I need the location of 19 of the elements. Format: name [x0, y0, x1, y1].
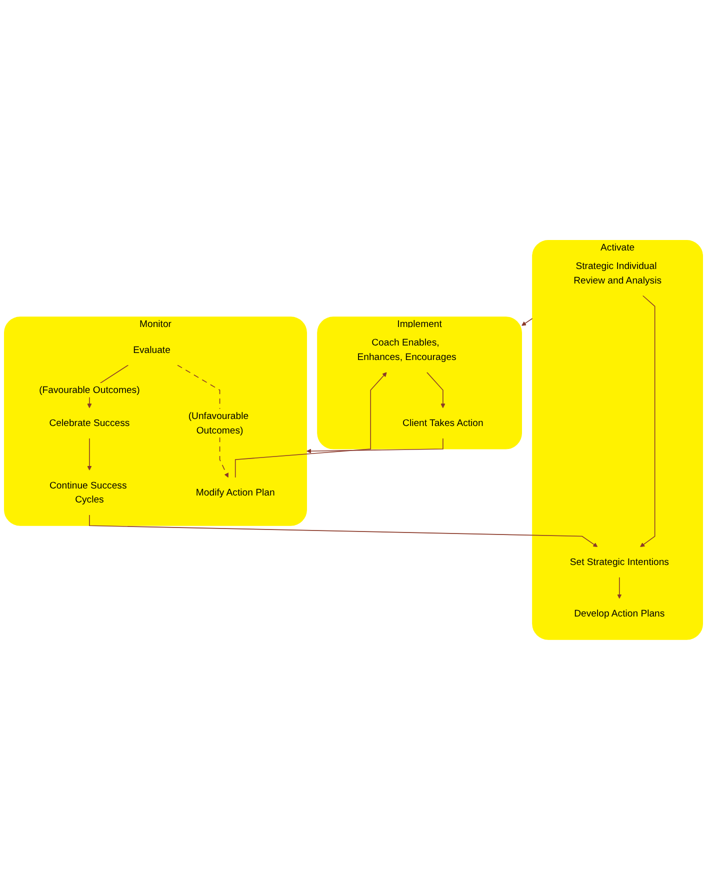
node-text: Modify Action Plan — [196, 486, 275, 498]
arrow — [426, 371, 446, 408]
node-text: Client Takes Action — [402, 417, 484, 428]
node-text: Continue Success Cycles — [49, 479, 127, 504]
arrow — [89, 514, 598, 547]
edge-label: (Unfavourable Outcomes) — [188, 410, 249, 435]
node-text: Evaluate — [133, 344, 170, 355]
node-text: Develop Action Plans — [574, 608, 665, 618]
arrow — [522, 318, 533, 326]
arrow — [640, 294, 656, 547]
arrow — [234, 372, 387, 478]
arrow — [617, 576, 622, 598]
node-text: Set Strategic Intentions — [570, 556, 669, 567]
node-text: Strategic Individual Review and Analysis — [574, 260, 662, 286]
arrow — [87, 438, 92, 470]
node-text: Celebrate Success — [49, 417, 130, 428]
edge-label: (Favourable Outcomes) — [39, 384, 140, 395]
node-text: Coach Enables, Enhances, Encourages — [357, 336, 456, 362]
arrow — [306, 438, 444, 454]
